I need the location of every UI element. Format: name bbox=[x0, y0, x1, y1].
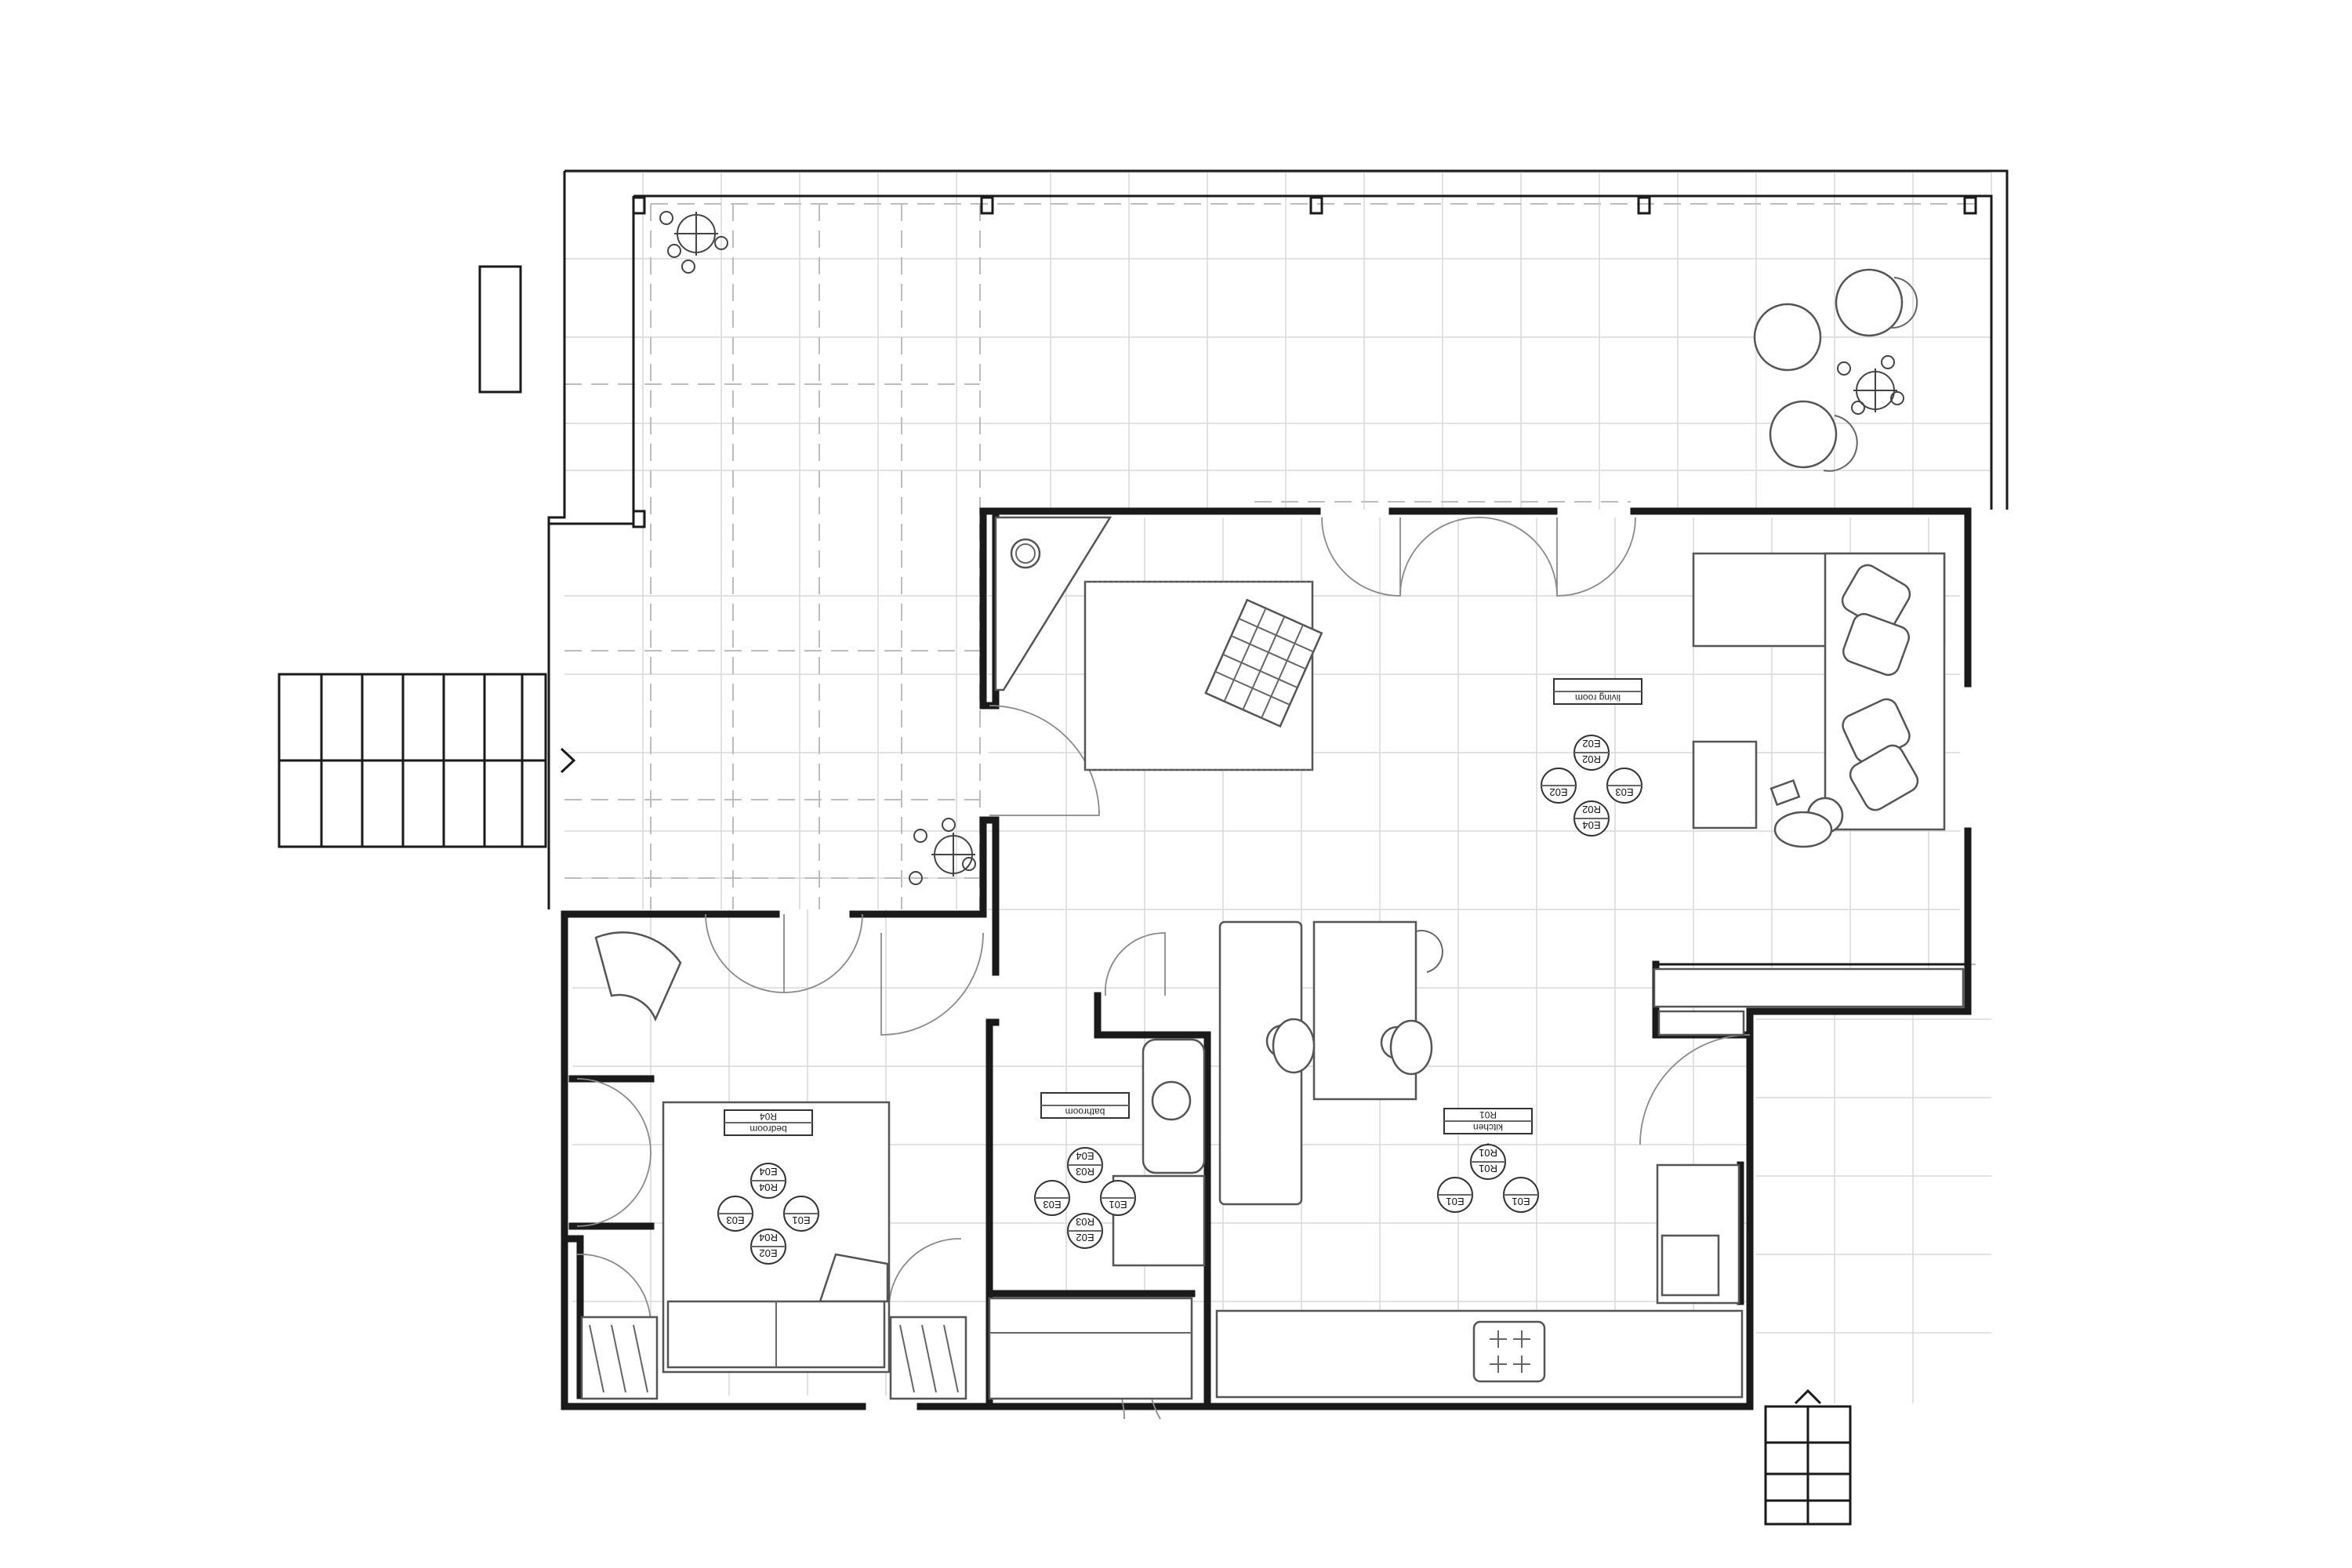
tag-r-s-kitchen: R01 bbox=[1479, 1163, 1497, 1174]
elevation-tag-bathroom: E02 R03 R03 E04 E01 E03 bbox=[1034, 1147, 1136, 1249]
west-stairs bbox=[278, 673, 576, 848]
tag-e-s-kitchen: R01 bbox=[1479, 1147, 1497, 1159]
tag-r-n-living: R02 bbox=[1582, 804, 1601, 815]
room-label-bedroom: bedroom R04 bbox=[724, 1109, 813, 1136]
room-name-bathroom: bathroom bbox=[1065, 1106, 1105, 1117]
sofa bbox=[1692, 552, 1946, 831]
built-in-bench-divider bbox=[1653, 967, 1965, 1036]
room-label-bathroom: bathroom bbox=[1040, 1092, 1130, 1119]
tag-e-s-living: E02 bbox=[1582, 738, 1600, 750]
elevation-tag-kitchen: R01 R01 E01 E01 bbox=[1437, 1143, 1539, 1213]
lounge-chair bbox=[1204, 598, 1323, 728]
tag-e-s-bedroom: E04 bbox=[759, 1166, 777, 1178]
seated-person-sofa bbox=[1769, 779, 1844, 848]
tag-e-w-bathroom: E01 bbox=[1109, 1199, 1127, 1210]
elevation-tag-living-room: E04 R02 R02 E02 E03 E02 bbox=[1541, 735, 1642, 837]
tag-e-w-bedroom: E01 bbox=[792, 1214, 810, 1226]
south-east-stairs bbox=[1764, 1388, 1852, 1526]
tag-e-e-bathroom: E03 bbox=[1043, 1199, 1061, 1210]
seated-people-dining bbox=[1265, 1018, 1433, 1076]
bedroom-wardrobes bbox=[580, 1316, 967, 1400]
tag-e-n-living: E04 bbox=[1582, 819, 1600, 831]
tag-e-e-living: E02 bbox=[1549, 786, 1567, 798]
tag-e-e-bedroom: E03 bbox=[726, 1214, 744, 1226]
room-label-living-room: living room bbox=[1553, 678, 1642, 705]
room-name-kitchen: kitchen bbox=[1473, 1122, 1503, 1133]
tag-e-e-kitchen: E01 bbox=[1446, 1196, 1464, 1207]
tag-r-s-bedroom: R04 bbox=[759, 1181, 778, 1193]
potted-plant-sw bbox=[909, 818, 976, 885]
room-name-living-room: living room bbox=[1575, 692, 1621, 703]
potted-plant-ne bbox=[1837, 355, 1904, 415]
bedroom-armchair bbox=[594, 931, 682, 1022]
room-id-kitchen: R01 bbox=[1479, 1109, 1497, 1120]
terrace-chairs bbox=[1753, 268, 1918, 472]
tag-e-n-bedroom: E02 bbox=[759, 1247, 777, 1259]
room-name-bedroom: bedroom bbox=[750, 1123, 786, 1134]
terrace-boundary bbox=[478, 169, 2009, 909]
tag-e-n-bathroom: E02 bbox=[1076, 1232, 1094, 1243]
kitchen-counter bbox=[1215, 1309, 1744, 1399]
room-id-bedroom: R04 bbox=[760, 1111, 777, 1122]
dining-bench bbox=[1218, 920, 1443, 1206]
tag-r-s-living: R02 bbox=[1582, 753, 1601, 765]
tag-e-s-bathroom: E04 bbox=[1076, 1150, 1094, 1162]
fridge-unit bbox=[1656, 1163, 1740, 1305]
tag-e-w-living: E03 bbox=[1615, 786, 1633, 798]
room-label-kitchen: kitchen R01 bbox=[1443, 1108, 1533, 1134]
east-deck-grid bbox=[1756, 1011, 1991, 1403]
bathroom-fixtures bbox=[988, 1038, 1206, 1400]
tag-r-s-bathroom: R03 bbox=[1076, 1166, 1094, 1178]
tag-e-w-kitchen: E01 bbox=[1512, 1196, 1530, 1207]
tag-r-n-bedroom: R04 bbox=[759, 1232, 778, 1243]
tag-r-n-bathroom: R03 bbox=[1076, 1216, 1094, 1228]
corner-cabinet bbox=[994, 516, 1112, 691]
exterior-walls bbox=[561, 507, 1972, 1410]
elevation-tag-bedroom: E02 R04 R04 E04 E01 E03 bbox=[717, 1163, 819, 1265]
potted-plant-nw bbox=[659, 211, 728, 274]
